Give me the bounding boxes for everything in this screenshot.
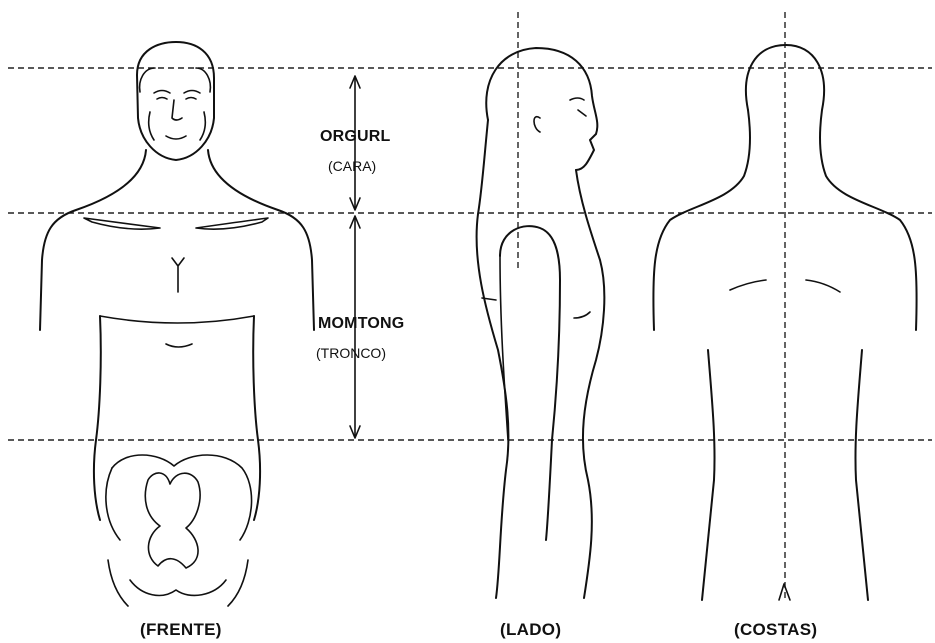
back-left-waist	[702, 350, 715, 600]
front-left-waist	[94, 316, 101, 520]
front-pelvis-left	[106, 468, 120, 540]
side-arm-back	[500, 256, 508, 440]
trunk-zone-subtitle: (TRONCO)	[316, 345, 386, 361]
front-hairline	[140, 68, 211, 92]
head-zone-subtitle: (CARA)	[328, 158, 376, 174]
front-mouth	[166, 136, 186, 139]
side-front-contour	[576, 170, 604, 598]
front-eyebrows	[154, 91, 200, 94]
front-right-waist	[253, 316, 260, 520]
reference-lines	[8, 12, 932, 598]
front-pelvis-top	[112, 455, 252, 540]
side-figure	[477, 48, 605, 598]
front-view-caption: (FRENTE)	[140, 620, 222, 640]
front-cheeks	[149, 112, 206, 140]
front-head	[137, 42, 214, 160]
front-pubis	[130, 580, 226, 595]
trunk-zone-title: MOMTONG	[318, 315, 404, 333]
front-eyes	[157, 98, 196, 100]
side-head-profile	[486, 48, 597, 170]
head-zone-title: ORGURL	[320, 128, 391, 146]
front-nose	[172, 100, 182, 120]
front-figure	[40, 42, 314, 606]
side-face-features	[570, 98, 586, 116]
front-sternum	[172, 258, 184, 292]
side-chest	[574, 312, 590, 318]
back-right-waist	[855, 350, 868, 600]
side-arm	[500, 226, 560, 540]
back-view-caption: (COSTAS)	[734, 620, 817, 640]
back-left-contour	[653, 110, 750, 330]
side-view-caption: (LADO)	[500, 620, 561, 640]
front-ribcage	[100, 316, 254, 323]
front-right-collarbone	[196, 218, 268, 229]
front-hips	[108, 560, 248, 606]
front-sacrum	[145, 473, 200, 568]
front-left-collarbone	[84, 218, 160, 229]
side-ear	[534, 117, 540, 132]
front-navel	[166, 344, 192, 347]
front-left-shoulder	[40, 150, 146, 330]
front-right-shoulder	[208, 150, 314, 330]
